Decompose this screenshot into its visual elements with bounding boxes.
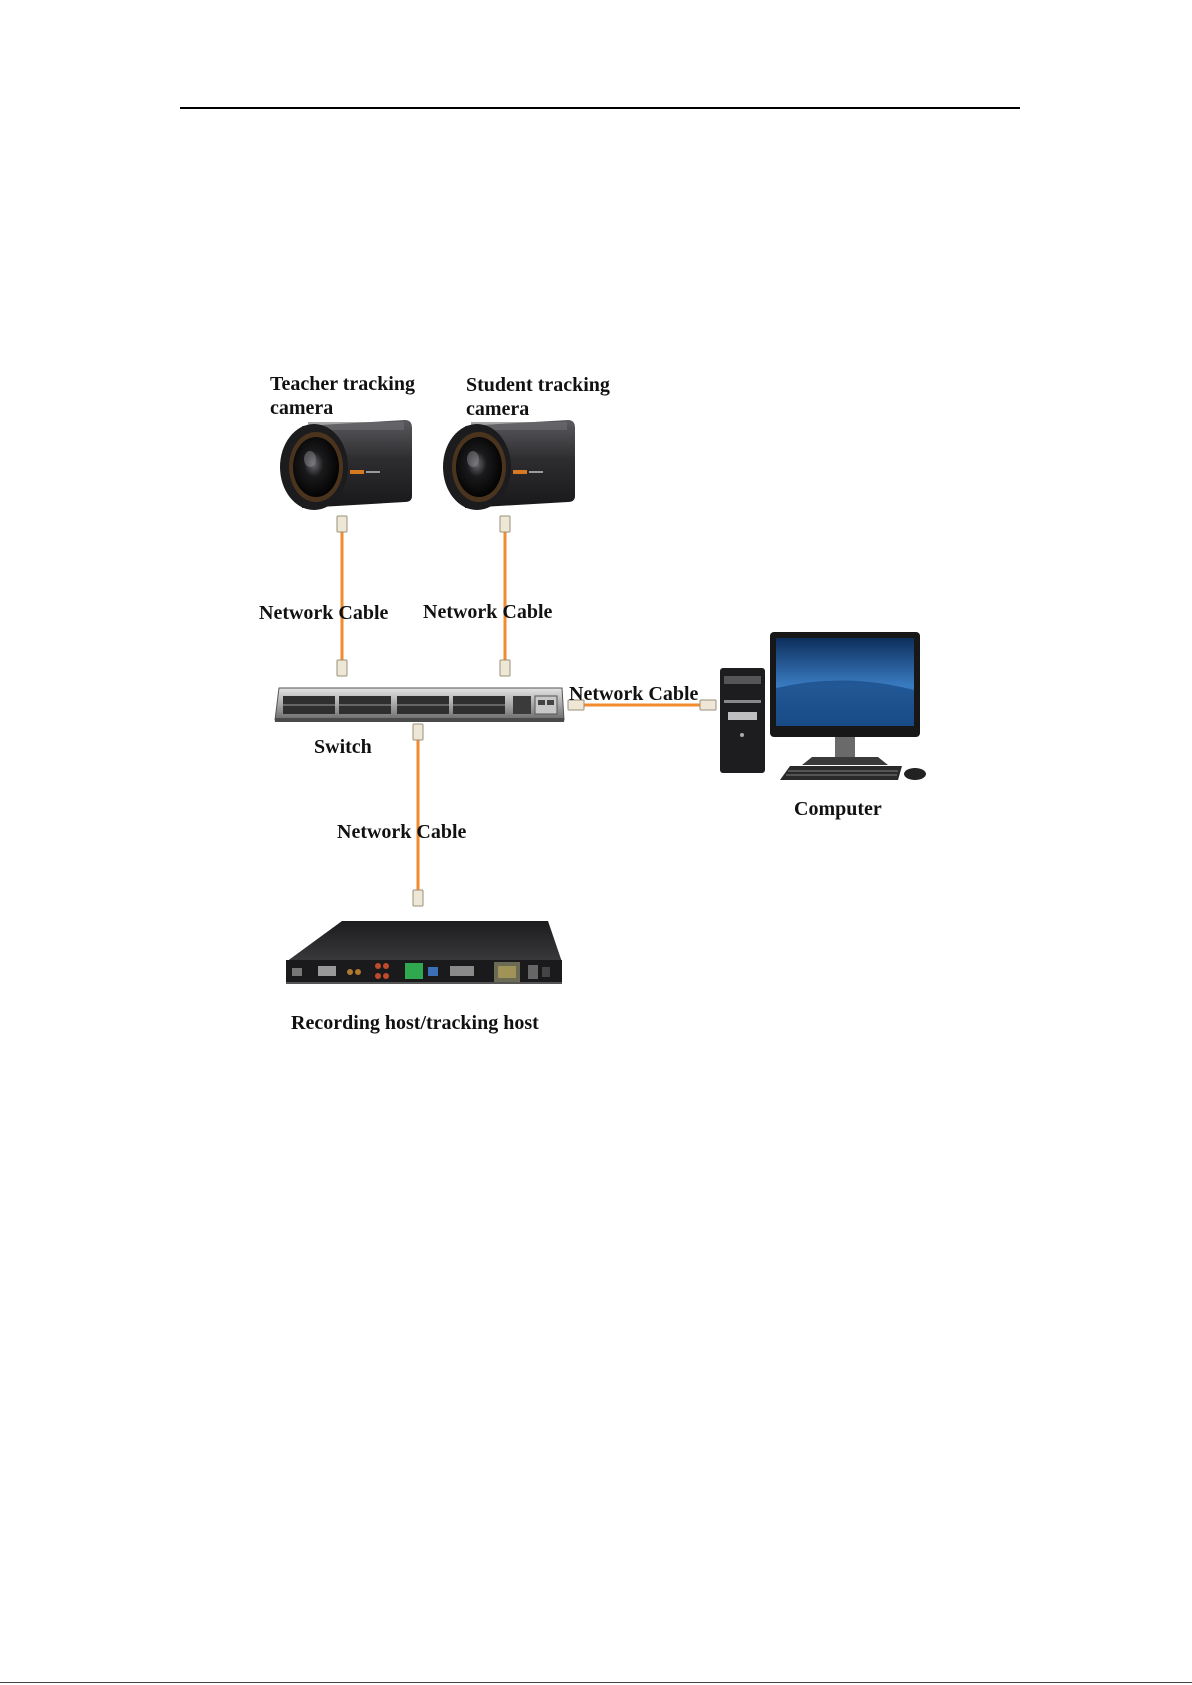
connector-icon: [413, 890, 423, 906]
host-label: Recording host/tracking host: [291, 1012, 539, 1034]
computer-label: Computer: [794, 798, 882, 820]
connector-icon: [700, 700, 716, 710]
teacher-camera-label-line1: Teacher tracking: [270, 373, 415, 395]
mouse-icon: [904, 768, 926, 780]
cable-student-label: Network Cable: [423, 601, 553, 623]
cable-host-label: Network Cable: [337, 821, 467, 843]
cable-teacher-label: Network Cable: [259, 602, 389, 624]
cable-computer-label: Network Cable: [569, 683, 699, 705]
connector-icon: [337, 660, 347, 676]
switch-icon: [275, 688, 564, 722]
switch-label: Switch: [314, 736, 372, 758]
connector-icon: [500, 660, 510, 676]
student-camera-label-line1: Student tracking: [466, 374, 610, 396]
connector-icon: [500, 516, 510, 532]
connector-icon: [413, 724, 423, 740]
student-camera-label-line2: camera: [466, 398, 529, 420]
monitor-icon: [770, 632, 920, 765]
student-camera-icon: [443, 420, 575, 510]
keyboard-icon: [780, 766, 902, 780]
recording-host-icon: [286, 921, 562, 984]
teacher-camera-icon: [280, 420, 412, 510]
connector-icon: [337, 516, 347, 532]
teacher-camera-label-line2: camera: [270, 397, 333, 419]
computer-icon: [720, 632, 926, 780]
